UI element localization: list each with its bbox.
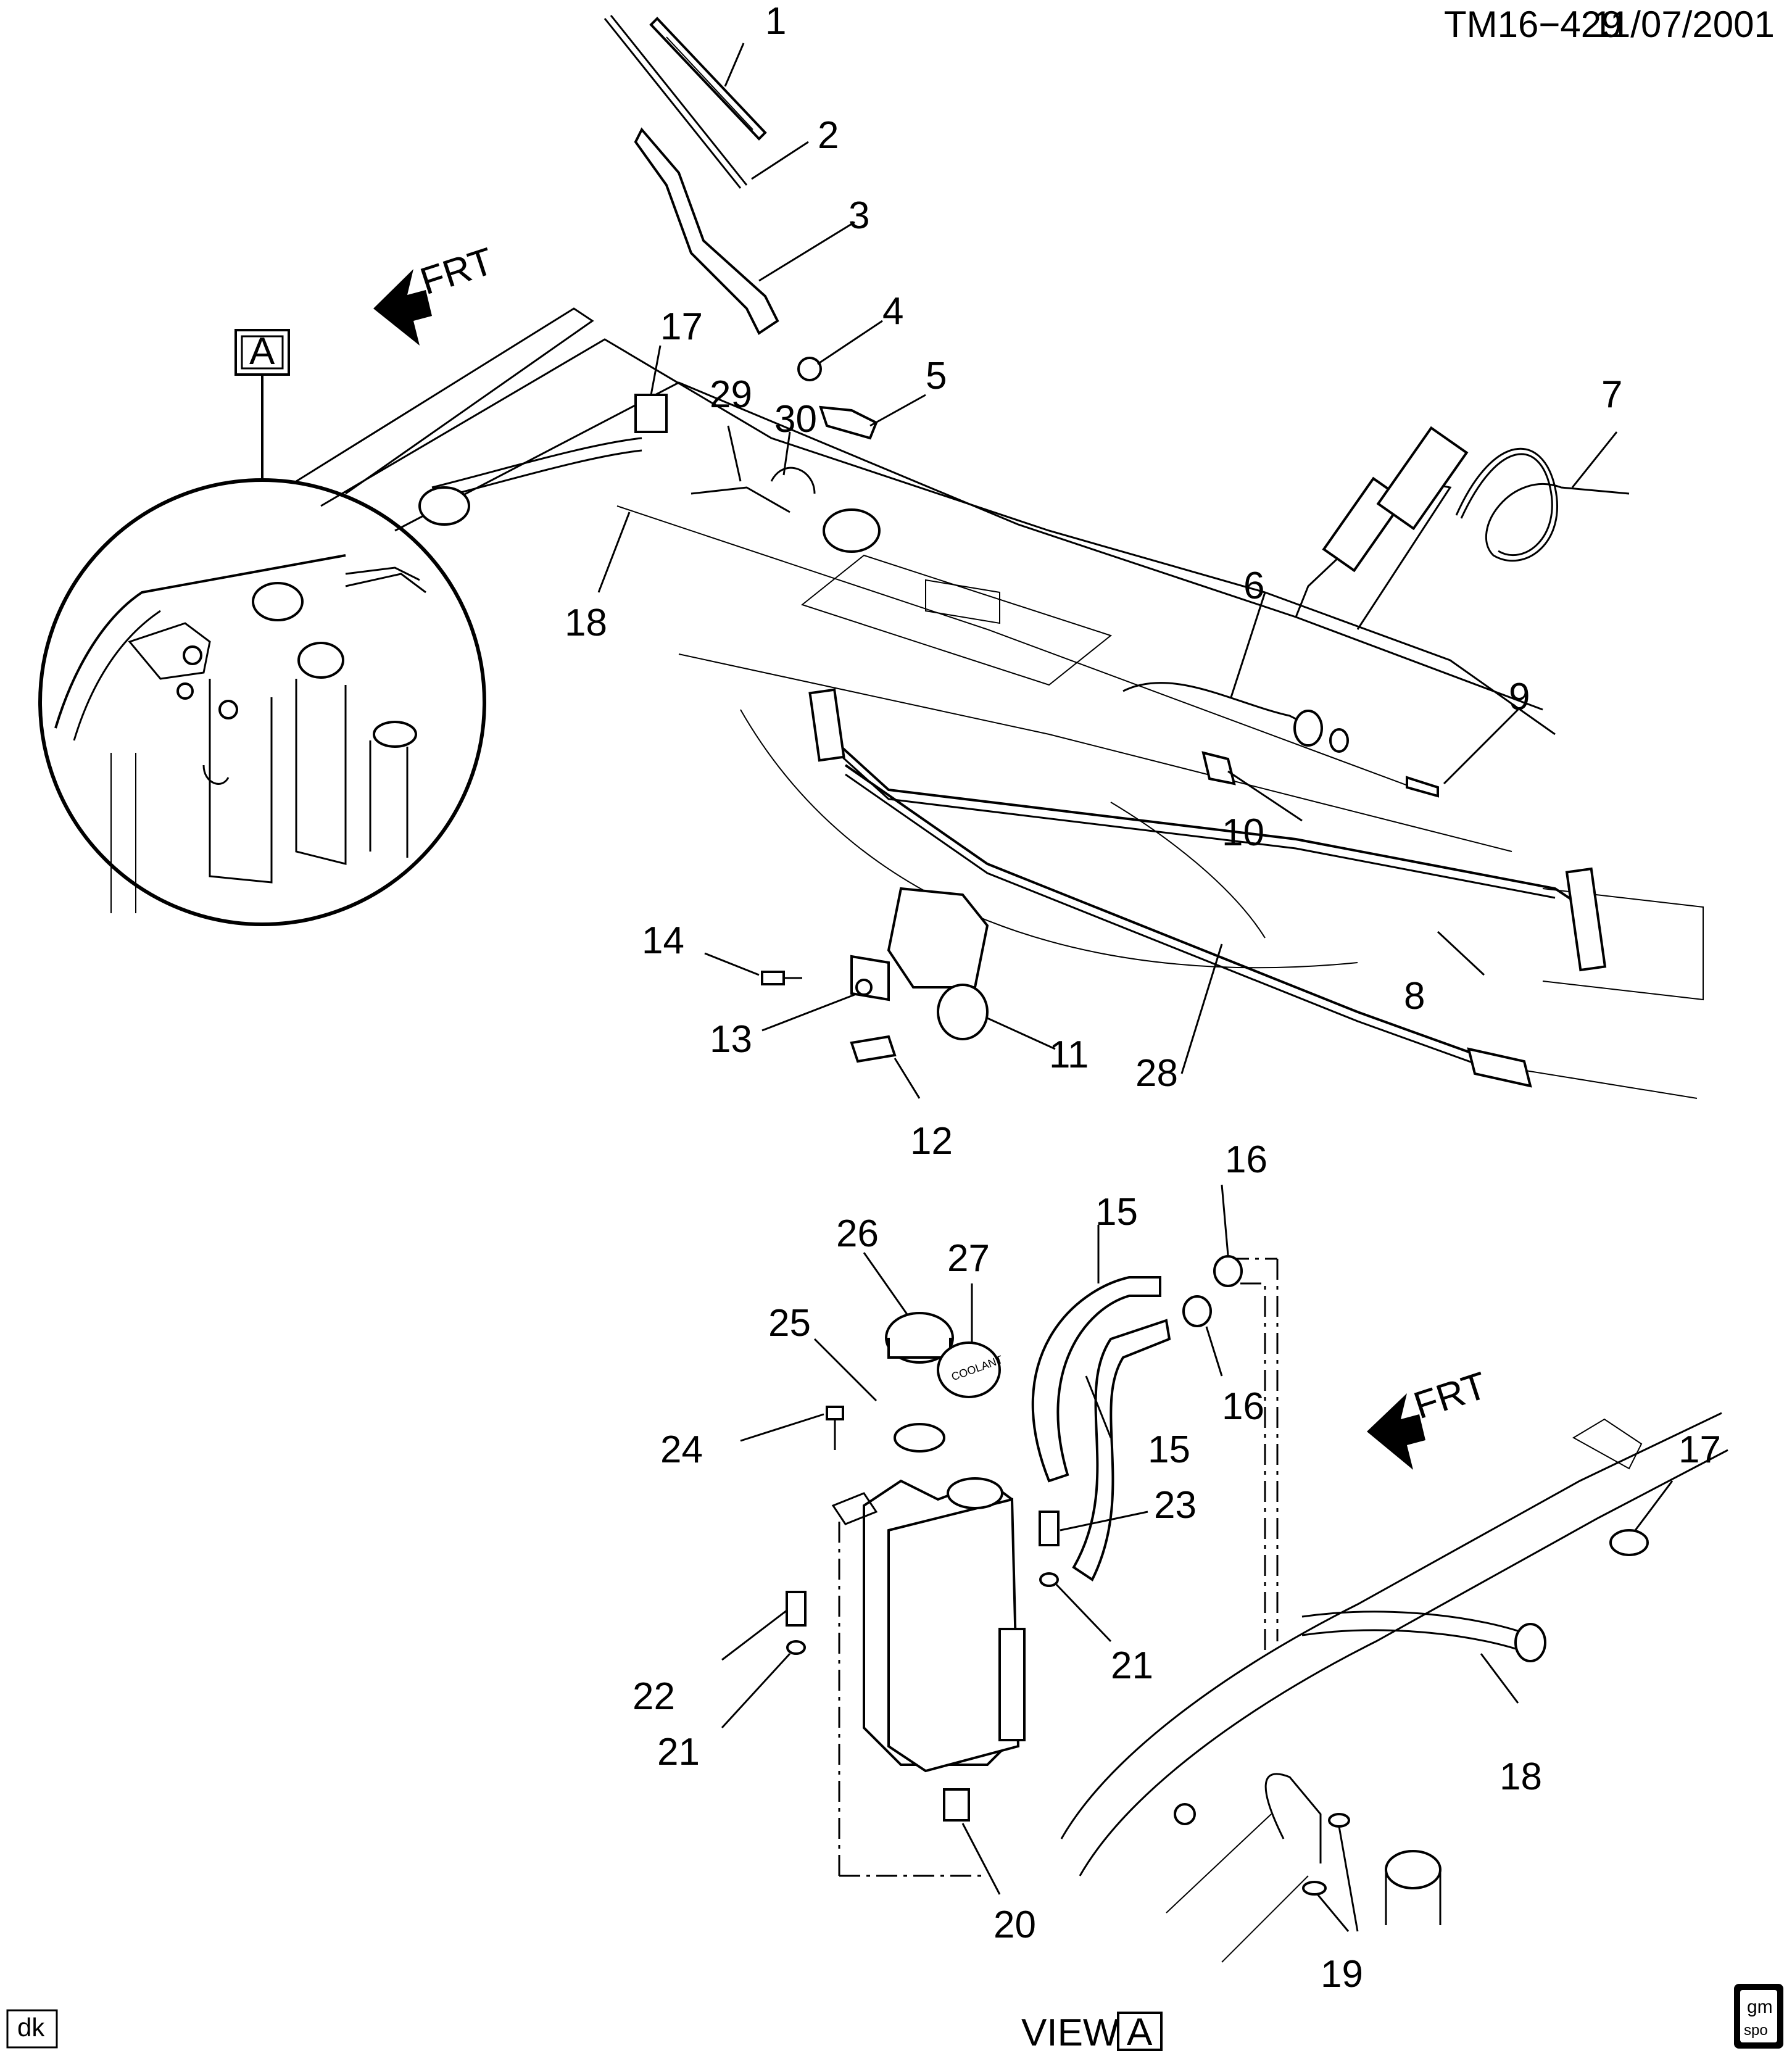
callout-22: 22 <box>633 1675 675 1718</box>
callout-8: 8 <box>1404 975 1425 1018</box>
part-7-hose-loop <box>1455 431 1630 562</box>
callout-18-a: 18 <box>565 602 607 644</box>
callout-5: 5 <box>926 355 947 397</box>
callout-21-a: 21 <box>1111 1644 1153 1687</box>
logo-gm: gm <box>1747 1997 1773 2017</box>
callout-30: 30 <box>774 398 817 441</box>
view-caption: VIEW <box>1021 2012 1119 2054</box>
drawing-id: TM16−429 <box>1444 4 1622 45</box>
callout-13: 13 <box>710 1018 752 1061</box>
gm-spo-logo: gm spo <box>1734 1984 1783 2049</box>
callout-28: 28 <box>1135 1052 1178 1095</box>
detail-circle-view-a <box>38 478 486 926</box>
reservoir-assembly: COOLANT <box>786 1255 1279 1877</box>
callout-17-a: 17 <box>660 305 703 348</box>
front-direction-arrow-upper: FRT <box>373 240 499 346</box>
callout-2: 2 <box>818 114 839 157</box>
callout-27: 27 <box>947 1237 990 1280</box>
callout-7: 7 <box>1601 373 1622 416</box>
callout-18-b: 18 <box>1500 1755 1542 1798</box>
callout-21-b: 21 <box>657 1731 700 1773</box>
callout-3: 3 <box>848 194 869 237</box>
callout-16-a: 16 <box>1225 1138 1267 1181</box>
part-2-wiper-arm <box>604 15 809 189</box>
cowl-structure <box>296 307 1704 1099</box>
callout-1: 1 <box>765 0 786 43</box>
callout-26: 26 <box>836 1212 879 1255</box>
author-tag: dk <box>17 2013 45 2042</box>
callout-4: 4 <box>882 290 903 333</box>
leader-lines <box>721 1184 1229 1895</box>
front-direction-arrow-lower: FRT <box>1367 1364 1492 1470</box>
part-5-cap <box>819 394 926 440</box>
callout-9: 9 <box>1509 676 1530 718</box>
part-4-nut <box>797 320 883 381</box>
arrow-icon <box>373 269 432 346</box>
callout-15-a: 15 <box>1095 1191 1138 1233</box>
callout-20: 20 <box>993 1904 1036 1946</box>
callout-16-b: 16 <box>1222 1385 1264 1428</box>
view-letter-box: A <box>249 330 275 373</box>
header: TM16−429 11/07/2001 <box>1444 4 1775 45</box>
parts-6-9-10 <box>1122 592 1519 822</box>
callout-17-b: 17 <box>1678 1428 1721 1471</box>
callout-14: 14 <box>642 919 684 962</box>
parts-11-14-wiper-motor <box>704 887 1056 1099</box>
frt-label-upper: FRT <box>415 240 499 304</box>
drawing-date: 11/07/2001 <box>1592 4 1775 45</box>
callout-25: 25 <box>768 1302 811 1345</box>
callout-29: 29 <box>710 373 752 416</box>
callout-labels: 1 2 3 4 5 6 7 8 9 10 11 12 13 14 15 15 1… <box>565 0 1721 1996</box>
view-caption-box <box>1117 2012 1163 2051</box>
view-a-marker: A <box>234 329 290 480</box>
lower-cowl-view <box>1060 1412 1728 1963</box>
logo-spo: spo <box>1744 2022 1768 2039</box>
arrow-icon <box>1367 1393 1425 1470</box>
callout-6: 6 <box>1243 565 1264 607</box>
author-tag-box <box>6 2009 58 2049</box>
callout-11: 11 <box>1049 1034 1089 1076</box>
callout-19: 19 <box>1321 1953 1363 1996</box>
footer: dk VIEW A gm spo <box>6 1984 1783 2054</box>
parts-8-28-linkage <box>808 688 1607 1088</box>
callout-23: 23 <box>1154 1484 1197 1527</box>
frt-label-lower: FRT <box>1409 1364 1492 1428</box>
callout-24: 24 <box>660 1428 703 1471</box>
callout-15-b: 15 <box>1148 1428 1190 1471</box>
callout-12: 12 <box>910 1120 953 1163</box>
part-3-wiper-arm-lower <box>634 127 855 335</box>
view-caption-letter: A <box>1127 2011 1153 2054</box>
part-1-wiper-blade <box>649 17 767 141</box>
upper-hoses-17-18-29-30 <box>418 345 881 593</box>
callout-10: 10 <box>1222 811 1264 854</box>
